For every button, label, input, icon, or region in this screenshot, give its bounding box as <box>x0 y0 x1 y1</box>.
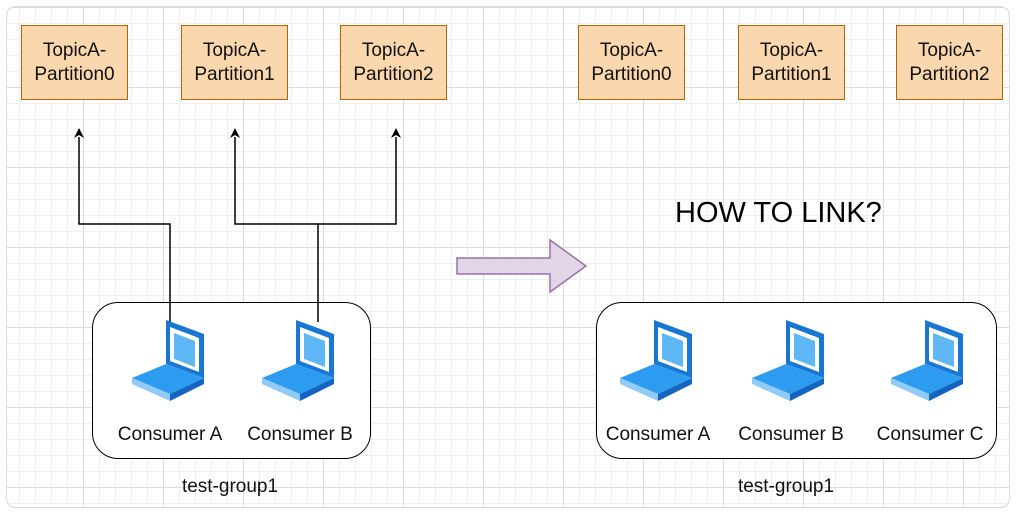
left-partition-0: TopicA- Partition0 <box>21 25 128 100</box>
right-consumer-a-label: Consumer A <box>605 424 711 445</box>
laptop-icon <box>752 320 824 401</box>
right-consumer-b-label: Consumer B <box>738 424 844 445</box>
left-partition-2: TopicA- Partition2 <box>340 25 447 100</box>
link-consumer-a-partition0 <box>74 128 171 322</box>
link-consumer-b-partition1 <box>230 128 319 322</box>
right-partition-1: TopicA- Partition1 <box>738 25 845 100</box>
laptop-icon <box>262 320 334 401</box>
left-consumer-a-label: Consumer A <box>117 424 223 445</box>
right-partition-2: TopicA- Partition2 <box>896 25 1003 100</box>
transition-arrow <box>456 238 588 294</box>
laptop-icon <box>132 320 204 401</box>
left-group-label: test-group1 <box>181 476 279 497</box>
right-consumer-c-label: Consumer C <box>876 424 984 445</box>
laptop-icon <box>620 320 692 401</box>
laptop-icon <box>891 320 963 401</box>
link-consumer-b-partition2 <box>318 128 401 225</box>
left-consumer-b-label: Consumer B <box>247 424 353 445</box>
left-partition-1: TopicA- Partition1 <box>181 25 288 100</box>
right-partition-0: TopicA- Partition0 <box>578 25 685 100</box>
how-to-link-heading: HOW TO LINK? <box>675 197 882 229</box>
right-group-label: test-group1 <box>737 476 835 497</box>
